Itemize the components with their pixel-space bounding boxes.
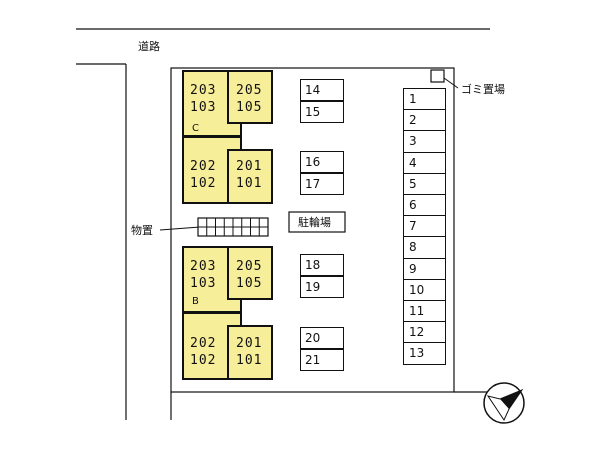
parking-slot: 8 [403,236,446,259]
garbage-box [430,69,445,83]
parking-slot-number: 13 [409,346,425,361]
parking-slot-number: 8 [409,240,417,255]
unit-number: 203 [190,259,217,274]
garbage-label: ゴミ置場 [461,83,505,96]
parking-slot: 19 [300,276,344,298]
parking-slot: 13 [403,342,446,365]
parking-slot-number: 10 [409,282,425,297]
unit-number: 201 [236,336,263,351]
parking-slot-number: 11 [409,304,425,318]
site-boundary [170,67,455,393]
parking-slot-number: 6 [409,198,417,212]
building-letter: C [192,123,199,134]
unit-number: 105 [236,100,263,115]
parking-slot: 4 [403,151,446,174]
parking-slot-number: 21 [305,353,321,367]
parking-slot: 12 [403,321,446,344]
unit-b-205-105 [227,246,273,300]
parking-slot: 2 [403,109,446,132]
unit-number: 103 [190,276,217,291]
parking-slot-number: 12 [409,325,425,340]
parking-slot-number: 9 [409,261,417,276]
parking-slot-number: 14 [305,83,321,97]
parking-slot: 6 [403,194,446,217]
parking-slot-number: 3 [409,134,417,149]
parking-slot: 1 [403,88,446,111]
parking-slot-number: 18 [305,258,321,272]
unit-number: 102 [190,353,217,368]
parking-slot-number: 2 [409,113,417,128]
parking-slot: 20 [300,327,344,349]
bicycle-parking-label: 駐輪場 [298,216,331,229]
unit-number: 101 [236,176,263,191]
unit-number: 201 [236,159,263,174]
north-arrow-icon [483,382,525,424]
parking-slot: 5 [403,172,446,195]
parking-slot-number: 20 [305,331,321,345]
parking-slot-number: 15 [305,105,321,119]
parking-slot-number: 7 [409,219,417,234]
unit-number: 203 [190,83,217,98]
unit-b-201-101 [227,325,273,380]
parking-slot-number: 17 [305,177,321,191]
storage-label: 物置 [131,224,153,237]
unit-number: 101 [236,353,263,368]
parking-slot-number: 1 [409,92,417,106]
bicycle-parking-box [288,211,346,233]
unit-c-201-101 [227,149,273,204]
unit-number: 103 [190,100,217,115]
parking-slot-number: 19 [305,280,321,294]
parking-slot: 15 [300,101,344,123]
unit-c-205-105 [227,70,273,124]
unit-number: 205 [236,83,263,98]
parking-slot: 10 [403,278,446,301]
unit-number: 105 [236,276,263,291]
parking-slot: 9 [403,257,446,280]
parking-slot-number: 4 [409,155,417,170]
unit-number: 205 [236,259,263,274]
parking-slot: 14 [300,79,344,101]
building-letter: B [192,296,199,307]
parking-slot-number: 16 [305,155,321,169]
unit-number: 202 [190,159,217,174]
storage-shed [197,217,269,237]
parking-slot-number: 5 [409,176,417,191]
garbage-leader-line [443,77,459,89]
unit-number: 102 [190,176,217,191]
parking-slot: 16 [300,151,344,173]
parking-slot: 18 [300,254,344,276]
parking-slot: 3 [403,130,446,153]
parking-slot: 21 [300,349,344,371]
parking-slot: 17 [300,173,344,195]
parking-slot: 11 [403,300,446,323]
storage-leader-line [159,226,201,231]
parking-slot: 7 [403,215,446,238]
unit-number: 202 [190,336,217,351]
road-label: 道路 [138,40,160,53]
